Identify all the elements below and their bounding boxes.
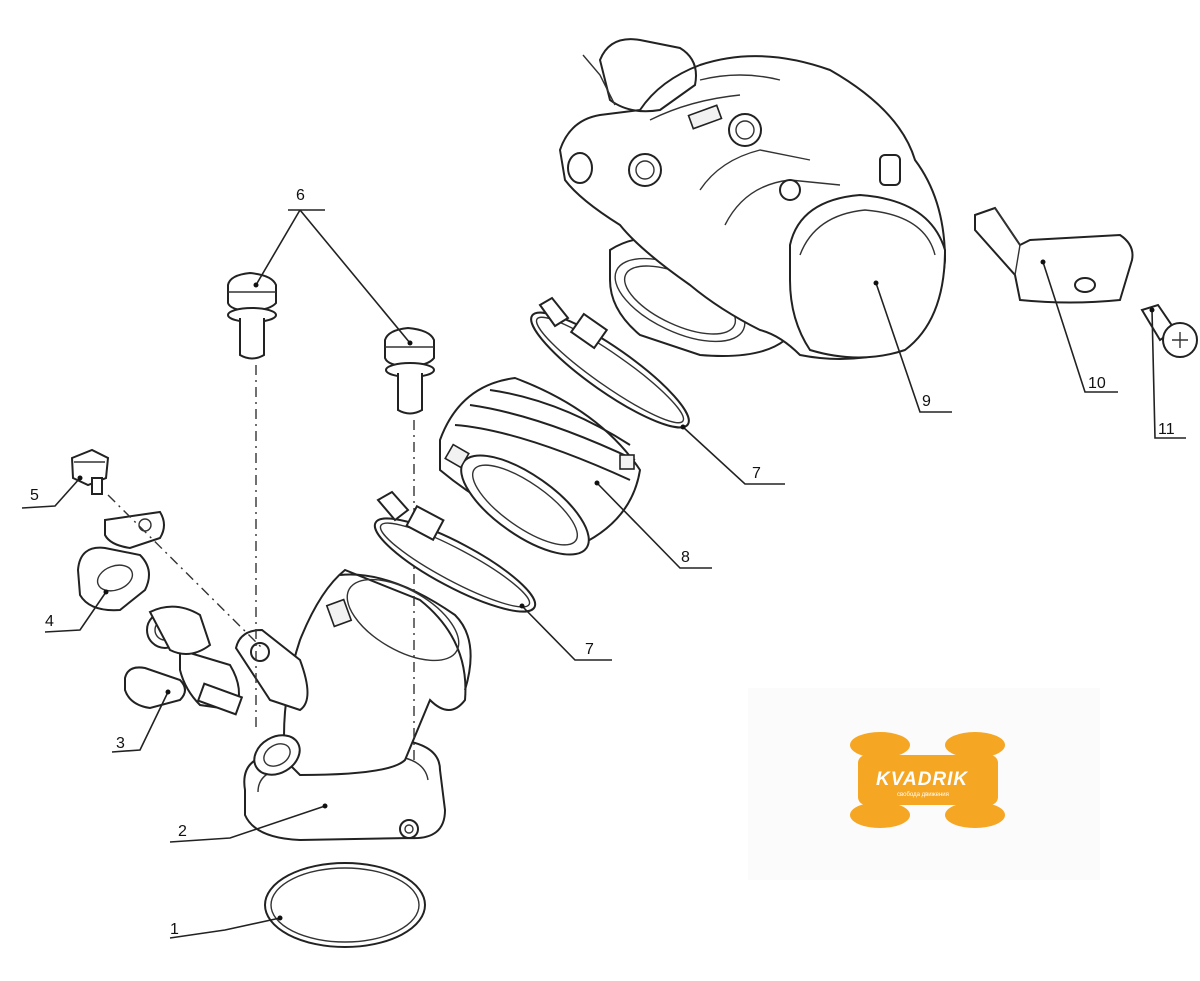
callout-7-upper: 7 — [752, 465, 761, 482]
callout-6: 6 — [296, 187, 305, 204]
callout-4: 4 — [45, 613, 54, 630]
logo-tire-icons — [850, 732, 1005, 828]
part-8-rubber-boot — [439, 376, 642, 556]
assembly-centerlines — [107, 365, 415, 760]
part-3-fuel-injector — [124, 605, 244, 716]
kvadrik-logo: KVADRIK свобода движения — [748, 688, 1100, 880]
callout-2: 2 — [178, 823, 187, 840]
part-11-screw — [1140, 303, 1198, 358]
callout-11: 11 — [1158, 421, 1175, 438]
callout-5: 5 — [30, 487, 39, 504]
part-7-hose-clamp-lower — [373, 490, 537, 613]
part-6-bolt-left — [227, 271, 277, 360]
logo-brand-text: KVADRIK — [876, 769, 968, 790]
part-10-bracket-plate — [974, 206, 1134, 304]
callout-7-lower: 7 — [585, 641, 594, 658]
callout-3: 3 — [116, 735, 125, 752]
callout-8: 8 — [681, 549, 690, 566]
logo-tagline-text: свобода движения — [897, 792, 949, 798]
callout-10: 10 — [1088, 375, 1106, 392]
part-6-bolt-right — [384, 326, 435, 415]
callout-1: 1 — [170, 921, 179, 938]
part-2-intake-manifold — [234, 568, 472, 842]
callout-labels: 1 2 3 4 5 6 7 7 8 9 10 11 — [30, 187, 1175, 938]
callout-9: 9 — [922, 393, 931, 410]
part-5-screw — [70, 448, 110, 495]
part-4-injector-bracket — [76, 510, 165, 612]
part-7-hose-clamp-upper — [530, 296, 690, 429]
part-9-throttle-body — [558, 38, 947, 360]
part-1-o-ring — [264, 862, 426, 948]
leader-lines — [21, 209, 1186, 939]
